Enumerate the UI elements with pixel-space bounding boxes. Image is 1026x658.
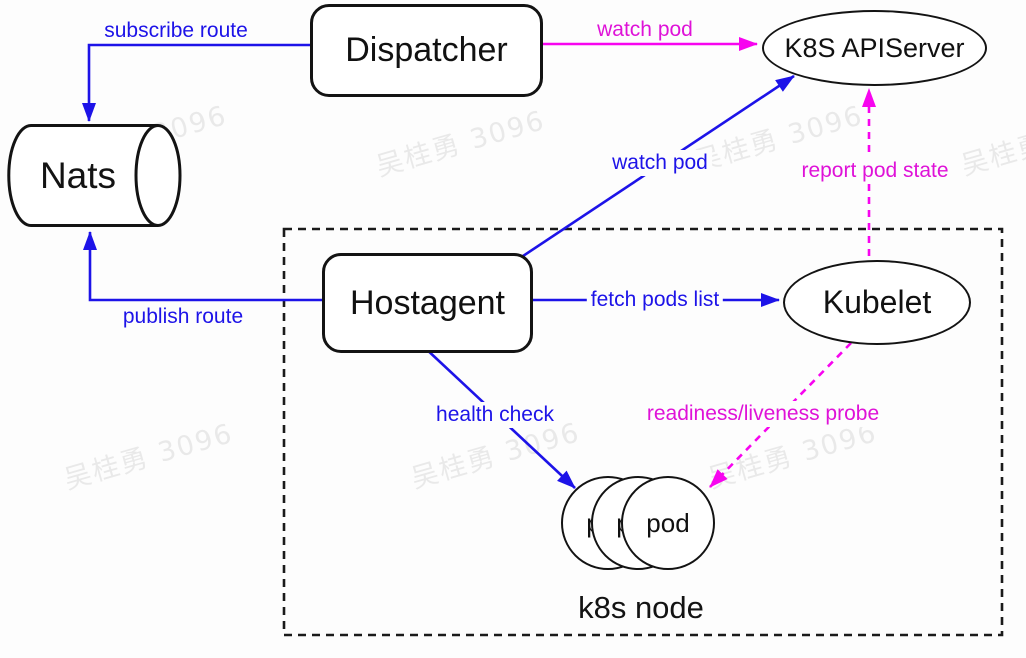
label-fetch-pods-list: fetch pods list [586,287,724,313]
nats-cylinder-cap [134,124,182,227]
label-watch-pod-magenta: watch pod [597,18,693,41]
label-report-pod-state: report pod state [797,158,953,184]
edge-publish-route [83,231,322,302]
edge-subscribe-route [82,43,310,122]
node-k8s-apiserver: K8S APIServer [762,10,987,86]
kubelet-label: Kubelet [822,284,932,320]
node-nats: Nats [7,124,182,227]
hostagent-label: Hostagent [350,283,505,322]
pod-label: pod [646,507,690,538]
label-readiness-probe: readiness/liveness probe [642,401,884,427]
label-health-check: health check [432,402,558,428]
apiserver-label: K8S APIServer [784,32,965,63]
label-watch-pod-blue: watch pod [608,150,712,176]
nats-cylinder-body [7,124,158,227]
label-subscribe-route: subscribe route [104,19,248,42]
node-dispatcher: Dispatcher [310,4,543,97]
k8s-node-container [282,227,1004,637]
node-kubelet: Kubelet [783,260,971,345]
node-hostagent: Hostagent [322,253,533,353]
label-publish-route: publish route [122,305,244,328]
nats-label: Nats [40,155,116,196]
node-pod-front: pod [621,476,715,570]
k8s-node-caption: k8s node [578,590,704,625]
dispatcher-label: Dispatcher [345,31,508,69]
